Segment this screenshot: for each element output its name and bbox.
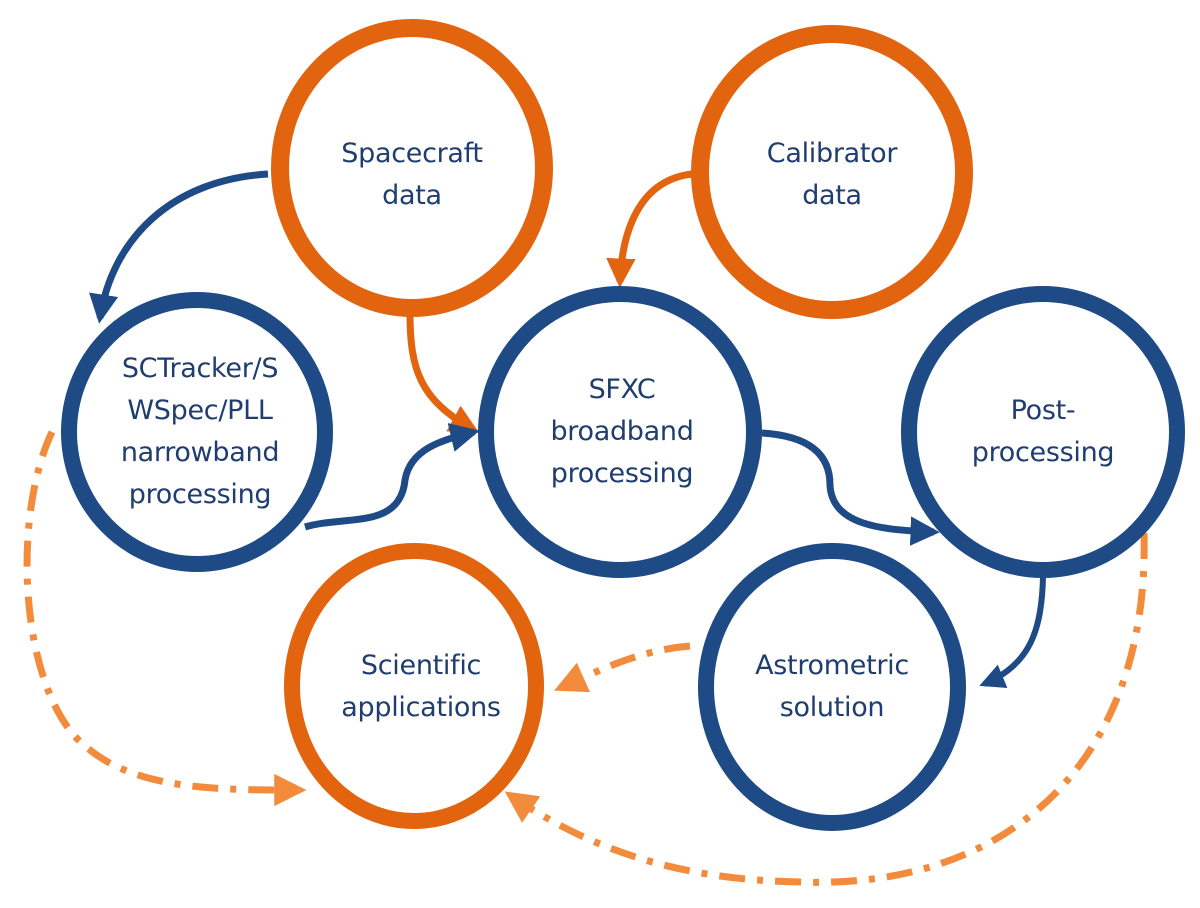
label-line: Post- (1010, 395, 1076, 426)
label-line: data (382, 180, 442, 211)
node-circle-scientific-applications[interactable] (284, 543, 544, 829)
edge-astrometric-to-scientific (554, 642, 691, 693)
node-label-post-processing: Post- processing (972, 390, 1115, 474)
label-line: processing (550, 458, 694, 489)
edge-calibrator-to-sfxc (606, 170, 693, 288)
node-circle-narrowband-processing[interactable] (61, 292, 333, 572)
node-circle-calibrator-data[interactable] (691, 25, 973, 319)
node-label-narrowband-processing: SCTracker/S WSpec/PLL narrowband process… (120, 348, 280, 516)
label-line: narrowband (120, 437, 280, 468)
edge-narrowband-to-scientific (23, 430, 307, 807)
node-label-calibrator-data: Calibrator data (766, 133, 898, 217)
label-line: processing (128, 479, 272, 510)
node-label-astrometric-solution: Astrometric solution (755, 645, 909, 729)
label-line: Astrometric (755, 650, 909, 681)
nodes (61, 19, 1185, 831)
label-line: applications (341, 692, 501, 723)
edges (23, 170, 1148, 886)
node-label-scientific-applications: Scientific applications (341, 645, 501, 729)
label-line: solution (779, 692, 885, 723)
edge-spacecraft-to-sfxc (406, 312, 480, 434)
label-line: Scientific (360, 650, 482, 681)
edge-spacecraft-to-narrowband (89, 170, 269, 324)
label-line: SCTracker/S (121, 353, 279, 384)
label-line: broadband (550, 416, 694, 447)
label-line: WSpec/PLL (127, 395, 273, 426)
label-line: Spacecraft (341, 138, 483, 169)
label-line: Calibrator (766, 138, 898, 169)
edge-postprocessing-to-astrometric (979, 575, 1046, 688)
node-label-sfxc-broadband-processing: SFXC broadband processing (550, 369, 693, 495)
edge-sfxc-to-postprocessing (761, 429, 940, 546)
label-line: data (802, 180, 862, 211)
edge-narrowband-to-sfxc (303, 423, 480, 531)
node-label-spacecraft-data: Spacecraft data (341, 133, 483, 217)
node-circle-astrometric-solution[interactable] (698, 543, 966, 831)
label-line: processing (971, 437, 1115, 468)
node-circle-post-processing[interactable] (901, 286, 1185, 578)
edge-postprocessing-to-scientific (504, 532, 1148, 886)
node-circle-sfxc-broadband-processing[interactable] (478, 286, 762, 578)
node-circle-spacecraft-data[interactable] (271, 19, 553, 317)
label-line: SFXC (588, 374, 656, 405)
